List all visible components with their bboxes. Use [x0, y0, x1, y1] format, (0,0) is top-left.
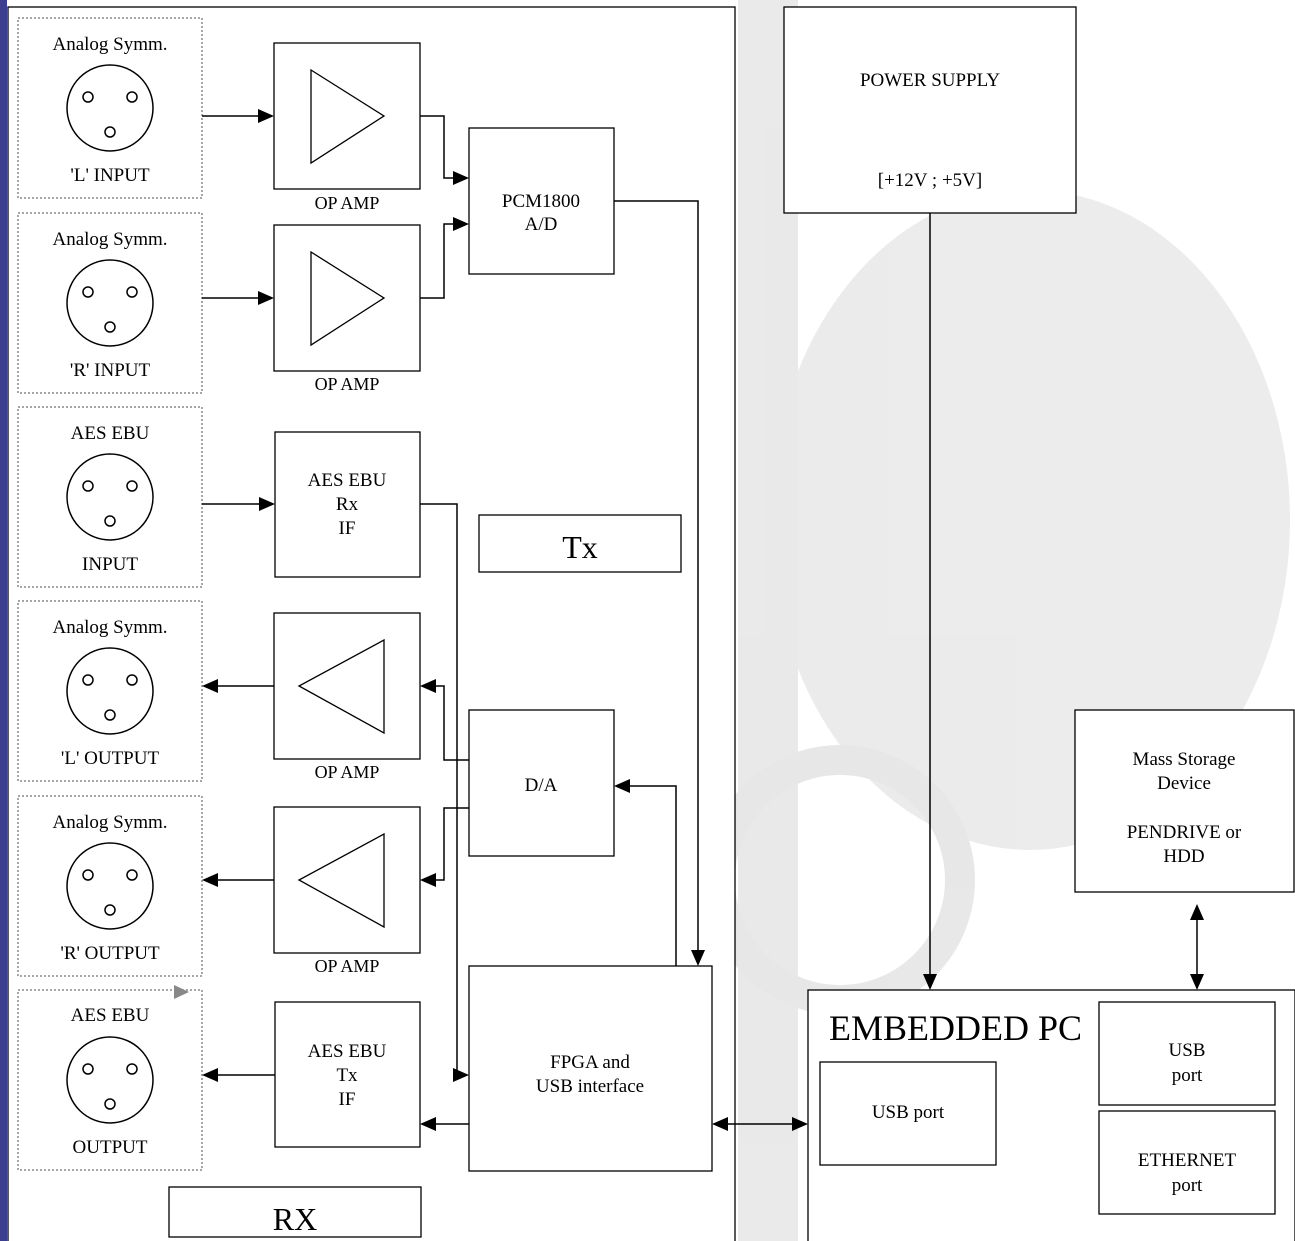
connector-bottom-label: INPUT	[82, 554, 138, 575]
mass-storage-line5: HDD	[1163, 846, 1204, 867]
connector-top-label: AES EBU	[71, 1005, 150, 1026]
power-supply-voltages: [+12V ; +5V]	[878, 170, 982, 191]
ethernet-port-line2: port	[1172, 1175, 1203, 1196]
xlr-connector-icon	[66, 1036, 154, 1124]
opamp-out-r: OP AMP	[273, 806, 421, 976]
usb-port-side-line2: port	[1172, 1065, 1203, 1086]
xlr-connector-icon	[66, 453, 154, 541]
connector-top-label: Analog Symm.	[52, 617, 167, 638]
connector-bottom-label: OUTPUT	[73, 1137, 148, 1158]
connector-bottom-label: 'L' OUTPUT	[61, 748, 160, 769]
connector-l-output: Analog Symm. 'L' OUTPUT	[17, 600, 203, 782]
mass-storage-line1: Mass Storage	[1133, 749, 1236, 770]
connector-r-output: Analog Symm. 'R' OUTPUT	[17, 795, 203, 977]
opamp-out-l: OP AMP	[273, 612, 421, 782]
opamp-label: OP AMP	[315, 193, 380, 213]
amplifier-triangle-icon	[310, 68, 386, 165]
connector-top-label: Analog Symm.	[52, 812, 167, 833]
ethernet-port-line1: ETHERNET	[1138, 1150, 1237, 1171]
xlr-connector-icon	[66, 64, 154, 152]
connector-aes-output: AES EBU OUTPUT	[17, 985, 203, 1171]
amplifier-triangle-icon	[297, 832, 385, 929]
rx-label-box: RX	[168, 1186, 422, 1238]
pcm-label-line1: PCM1800	[502, 191, 580, 212]
amplifier-triangle-icon	[310, 250, 386, 347]
aes-tx-label-line3: IF	[339, 1089, 356, 1110]
power-supply-title: POWER SUPPLY	[860, 70, 1000, 91]
xlr-connector-icon	[66, 259, 154, 347]
usb-port-side	[1098, 1001, 1276, 1106]
left-edge-strip	[0, 0, 7, 1241]
aes-tx-label-line1: AES EBU	[308, 1041, 387, 1062]
fpga-label-line1: FPGA and	[550, 1052, 630, 1073]
tx-label-box: Tx	[478, 514, 682, 573]
pcm1800-ad-block: PCM1800 A/D	[468, 127, 615, 275]
connector-bottom-label: 'R' INPUT	[70, 360, 151, 381]
ethernet-port	[1098, 1110, 1276, 1215]
opamp-label: OP AMP	[315, 762, 380, 782]
tx-label: Tx	[562, 529, 598, 565]
mass-storage-line4: PENDRIVE or	[1127, 822, 1242, 843]
signal-wires	[202, 109, 1204, 1131]
aes-ebu-tx-block: AES EBU Tx IF	[274, 1001, 421, 1148]
fpga-usb-block: FPGA and USB interface	[468, 965, 713, 1172]
usb-port-side-line1: USB	[1169, 1040, 1206, 1061]
pcm-label-line2: A/D	[525, 214, 558, 235]
small-arrow-icon	[174, 985, 189, 999]
embedded-pc-block: EMBEDDED PC USB port USB port ETHERNET p…	[807, 989, 1295, 1241]
mass-storage-line2: Device	[1157, 773, 1211, 794]
fpga-label-line2: USB interface	[536, 1076, 644, 1097]
connector-r-input: Analog Symm. 'R' INPUT	[17, 212, 203, 394]
rx-label: RX	[273, 1201, 317, 1237]
connector-top-label: Analog Symm.	[52, 34, 167, 55]
embedded-pc-title: EMBEDDED PC	[829, 1008, 1082, 1048]
usb-port-main	[819, 1061, 997, 1166]
usb-port-main-label: USB port	[872, 1102, 945, 1123]
opamp-in-l: OP AMP	[273, 42, 421, 213]
opamp-label: OP AMP	[315, 956, 380, 976]
da-block: D/A	[468, 709, 615, 857]
xlr-connector-icon	[66, 647, 154, 735]
connector-aes-input: AES EBU INPUT	[17, 406, 203, 588]
aes-rx-label-line2: Rx	[336, 494, 359, 515]
connector-top-label: Analog Symm.	[52, 229, 167, 250]
aes-tx-label-line2: Tx	[336, 1065, 358, 1086]
da-label: D/A	[525, 775, 558, 796]
aes-ebu-rx-block: AES EBU Rx IF	[274, 431, 421, 578]
power-supply-block: POWER SUPPLY [+12V ; +5V]	[783, 6, 1077, 214]
aes-rx-label-line3: IF	[339, 518, 356, 539]
background-photo	[705, 0, 1290, 1241]
opamp-in-r: OP AMP	[273, 224, 421, 394]
aes-rx-label-line1: AES EBU	[308, 470, 387, 491]
opamp-label: OP AMP	[315, 374, 380, 394]
connector-top-label: AES EBU	[71, 423, 150, 444]
connector-bottom-label: 'L' INPUT	[70, 165, 150, 186]
mass-storage-block: Mass Storage Device PENDRIVE or HDD	[1074, 709, 1295, 893]
connector-bottom-label: 'R' OUTPUT	[60, 943, 160, 964]
amplifier-triangle-icon	[297, 638, 385, 735]
connector-l-input: Analog Symm. 'L' INPUT	[17, 17, 203, 199]
xlr-connector-icon	[66, 842, 154, 930]
